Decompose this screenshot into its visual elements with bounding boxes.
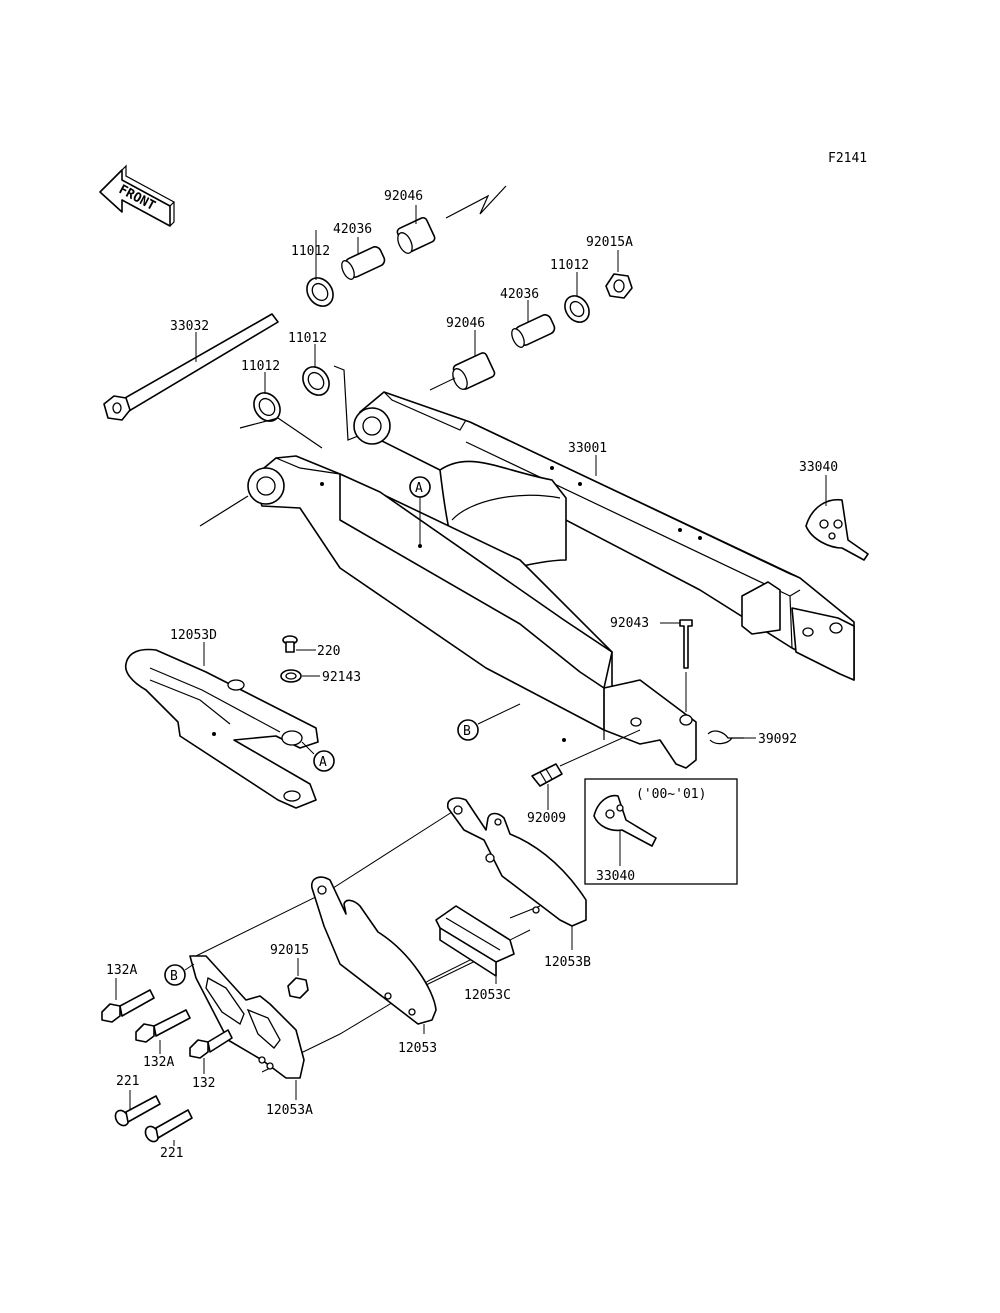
part-label: 11012	[550, 258, 589, 273]
collar-42036-top	[341, 237, 386, 280]
part-label: 92015A	[586, 235, 633, 250]
callout-a-guide: A	[301, 741, 335, 772]
part-label: 92046	[446, 316, 485, 331]
bearing-92046-right	[429, 330, 496, 391]
part-label: 12053	[398, 1041, 437, 1056]
part-label: 92043	[610, 616, 649, 631]
callout-b-guard-label: B	[170, 969, 178, 984]
part-label: 42036	[500, 287, 539, 302]
callout-a-guide-label: A	[319, 755, 327, 770]
nut-92015A	[605, 250, 633, 299]
part-label: 132A	[143, 1055, 174, 1070]
part-label: 221	[116, 1074, 139, 1089]
part-label: 33040	[799, 460, 838, 475]
bolt-132A-top	[101, 978, 155, 1023]
callout-b-swingarm-label: B	[463, 724, 471, 739]
pivot-shaft-33032	[103, 313, 279, 421]
part-label: 92046	[384, 189, 423, 204]
stud-92009	[531, 729, 641, 810]
bolt-132A-bottom	[135, 1009, 191, 1054]
part-label: 92009	[527, 811, 566, 826]
bolt-132	[189, 1029, 233, 1074]
seal-11012-top	[306, 230, 334, 307]
part-label: 11012	[241, 359, 280, 374]
part-label: 33040	[596, 869, 635, 884]
part-label: 39092	[758, 732, 797, 747]
clip-39092	[707, 730, 756, 745]
part-label: 132A	[106, 963, 137, 978]
variant-box: ('00~'01)	[584, 778, 738, 885]
part-label: 12053C	[464, 988, 511, 1003]
part-label: 92015	[270, 943, 309, 958]
figure-code: F2141	[828, 151, 867, 166]
variant-note: ('00~'01)	[636, 787, 706, 802]
bolt-221-bottom	[144, 1109, 193, 1146]
chain-adjuster-33040	[805, 475, 869, 561]
axis-guide-line	[445, 185, 507, 219]
part-label: 12053D	[170, 628, 217, 643]
screw-220	[282, 635, 316, 653]
chain-slider-12053D	[124, 642, 319, 809]
part-label: 11012	[291, 244, 330, 259]
guide-plate-12053B	[446, 797, 587, 950]
part-label: 42036	[333, 222, 372, 237]
callout-b-swingarm: B	[457, 703, 521, 741]
part-label: 92143	[322, 670, 361, 685]
guide-block-12053C	[435, 905, 515, 984]
seal-11012-right	[564, 272, 590, 323]
swingarm-33001	[247, 391, 855, 769]
part-label: 33032	[170, 319, 209, 334]
part-label: 12053A	[266, 1103, 313, 1118]
part-label: 12053B	[544, 955, 591, 970]
bolt-92043	[660, 619, 693, 712]
collar-92143	[280, 669, 320, 683]
guide-plate-12053	[310, 876, 437, 1034]
callout-a-swingarm: A	[409, 476, 431, 544]
part-label: 132	[192, 1076, 215, 1091]
part-label: 221	[160, 1146, 183, 1161]
axis-guide-lower	[199, 495, 249, 527]
seal-11012-mid	[302, 344, 330, 396]
part-label: 33001	[568, 441, 607, 456]
callout-b-guard: B	[164, 963, 195, 986]
seal-11012-left	[253, 372, 281, 422]
bearing-92046-top	[396, 205, 436, 254]
collar-42036-right	[511, 300, 556, 348]
part-label: 220	[317, 644, 340, 659]
callout-a-swingarm-label: A	[415, 481, 423, 496]
nut-92015	[287, 958, 309, 999]
part-label: 11012	[288, 331, 327, 346]
axis-guide-left	[239, 417, 323, 449]
bolt-221-top	[114, 1090, 161, 1127]
front-arrow-icon: FRONT	[99, 164, 175, 227]
